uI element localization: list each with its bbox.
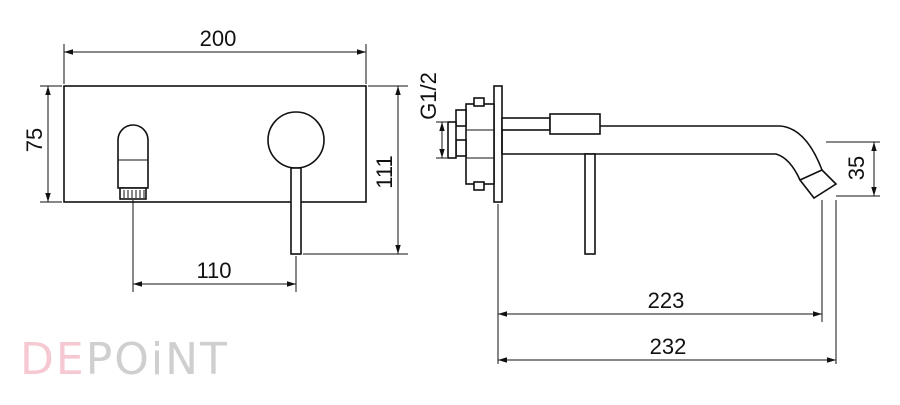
logo-text-pink: DE: [20, 334, 86, 385]
dim-overall-height: 111: [303, 85, 408, 255]
label-plate-width: 200: [200, 26, 237, 51]
svg-text:DEPOiNT: DEPOiNT: [20, 334, 229, 385]
dim-plate-width: 200: [63, 26, 367, 84]
dim-spout-to-lever: 110: [132, 200, 297, 292]
side-wall-plate: [493, 85, 503, 203]
mixer-lever-front: [267, 111, 325, 255]
depoint-logo: DEPOiNT: [20, 334, 229, 385]
spout-side: [501, 113, 838, 200]
label-overall-height: 111: [372, 155, 397, 188]
dim-plate-height: 75: [22, 85, 62, 203]
side-view: G1/2 35 223 232: [416, 72, 880, 364]
lever-side: [584, 153, 596, 255]
dim-reach-232: 232: [498, 200, 837, 364]
label-spout-drop: 35: [844, 156, 869, 180]
label-thread: G1/2: [416, 72, 441, 120]
spout-front: [117, 124, 149, 200]
logo-text-grey: POiNT: [86, 334, 229, 385]
dim-thread: G1/2: [416, 72, 447, 159]
label-reach-232: 232: [650, 334, 687, 359]
label-spout-to-lever: 110: [196, 258, 231, 283]
dim-reach-223: 223: [497, 200, 823, 364]
label-plate-height: 75: [22, 128, 47, 152]
front-view: 200 75 111 110: [22, 26, 408, 292]
dim-spout-drop: 35: [826, 141, 880, 197]
label-reach-223: 223: [648, 288, 685, 313]
valve-body: [447, 97, 495, 191]
